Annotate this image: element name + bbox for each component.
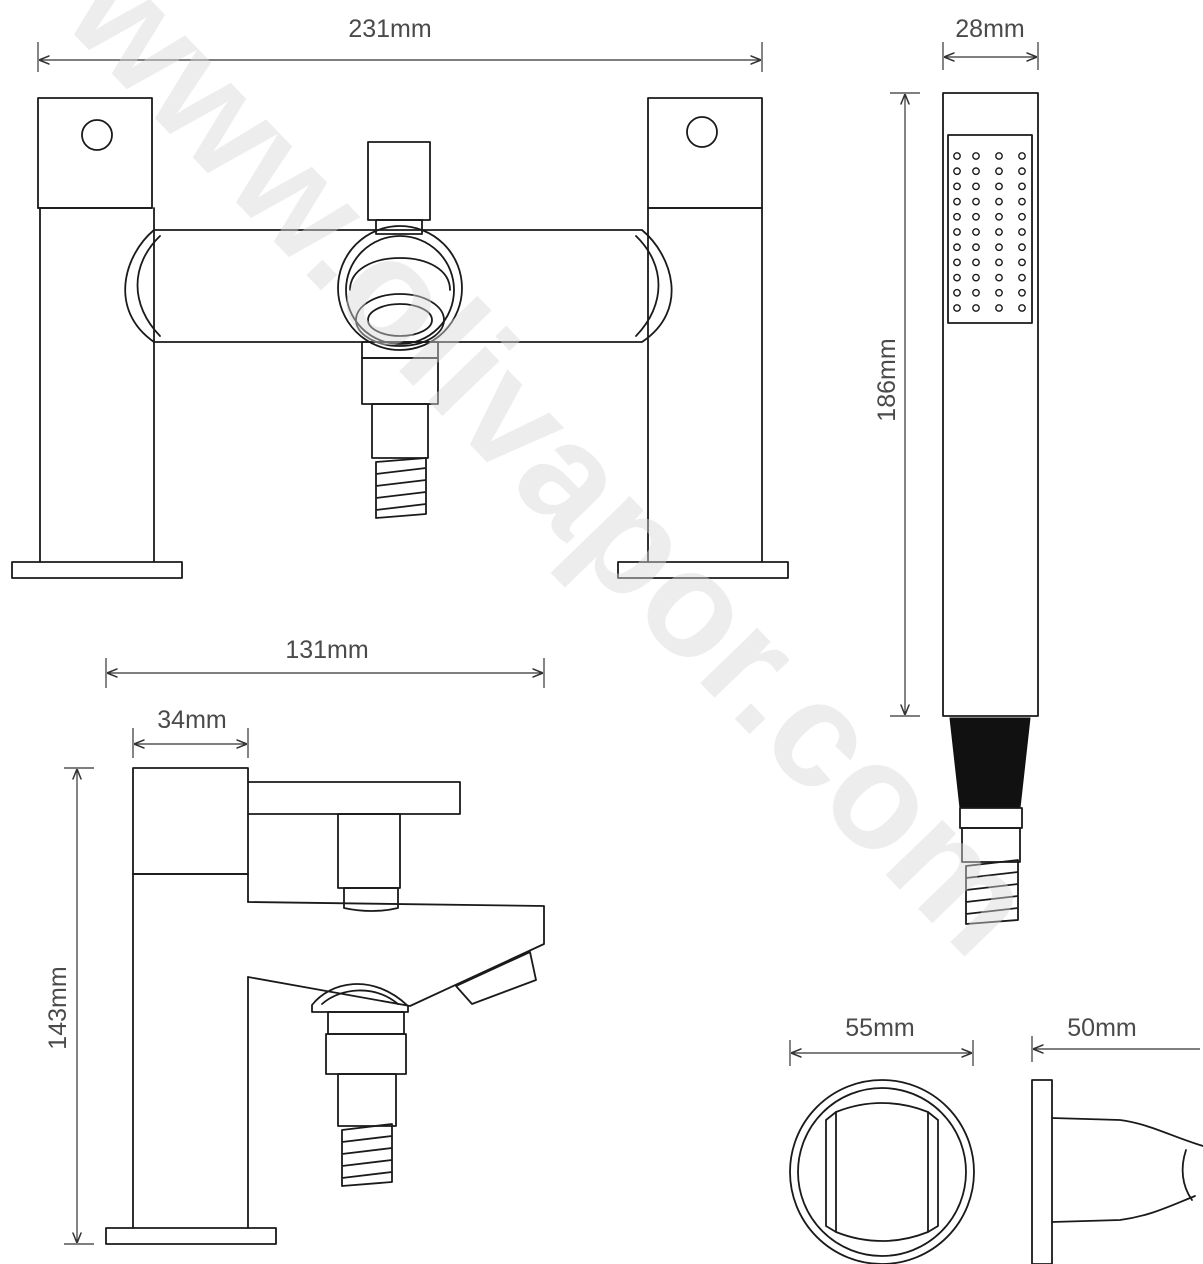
spray-nozzle-grid bbox=[953, 152, 1026, 312]
holder-front-view: 55mm bbox=[789, 1014, 975, 1264]
front-left-pillar bbox=[11, 97, 183, 579]
nozzle bbox=[953, 182, 961, 191]
dimension-handset-width: 28mm bbox=[942, 15, 1039, 70]
nozzle bbox=[995, 228, 1003, 236]
nozzle bbox=[953, 228, 961, 236]
nozzle bbox=[1018, 243, 1026, 252]
nozzle bbox=[972, 258, 980, 267]
nozzle bbox=[953, 152, 961, 160]
nozzle bbox=[1018, 304, 1026, 312]
nozzle bbox=[995, 304, 1003, 312]
nozzle bbox=[1018, 182, 1026, 191]
front-width-label: 231mm bbox=[348, 15, 431, 43]
front-right-pillar bbox=[617, 97, 789, 579]
handset-length-label: 186mm bbox=[873, 338, 901, 421]
nozzle bbox=[995, 167, 1003, 176]
holder-side-view: 50mm bbox=[1031, 1014, 1203, 1264]
nozzle bbox=[972, 152, 980, 160]
nozzle bbox=[972, 167, 980, 176]
nozzle bbox=[1018, 197, 1026, 206]
dimension-handset-length: 186mm bbox=[873, 92, 920, 717]
nozzle bbox=[1018, 228, 1026, 236]
nozzle bbox=[953, 167, 961, 176]
nozzle bbox=[1018, 258, 1026, 267]
nozzle bbox=[1018, 288, 1026, 297]
nozzle bbox=[972, 304, 980, 312]
dimension-front-width: 231mm bbox=[37, 15, 763, 72]
nozzle bbox=[995, 258, 1003, 267]
nozzle bbox=[972, 212, 980, 221]
nozzle bbox=[972, 243, 980, 252]
nozzle bbox=[953, 243, 961, 252]
dimension-side-height: 143mm bbox=[44, 767, 94, 1245]
front-body bbox=[124, 229, 673, 343]
nozzle bbox=[953, 288, 961, 297]
nozzle bbox=[953, 212, 961, 221]
nozzle bbox=[972, 273, 980, 282]
nozzle bbox=[995, 243, 1003, 252]
nozzle bbox=[953, 258, 961, 267]
nozzle bbox=[1018, 273, 1026, 282]
nozzle bbox=[995, 273, 1003, 282]
nozzle bbox=[1018, 167, 1026, 176]
watermark: www.olivapor.com bbox=[36, 0, 1069, 986]
nozzle bbox=[995, 212, 1003, 221]
nozzle bbox=[995, 182, 1003, 191]
nozzle bbox=[953, 197, 961, 206]
nozzle bbox=[953, 273, 961, 282]
nozzle bbox=[1018, 212, 1026, 221]
holder-projection-label: 50mm bbox=[1067, 1014, 1136, 1042]
handset-view: 28mm 186mm bbox=[873, 15, 1039, 925]
handset-width-label: 28mm bbox=[955, 15, 1024, 43]
side-depth-label: 131mm bbox=[285, 636, 368, 664]
nozzle bbox=[995, 288, 1003, 297]
nozzle bbox=[995, 152, 1003, 160]
dimension-holder-projection: 50mm bbox=[1031, 1014, 1200, 1062]
nozzle bbox=[972, 197, 980, 206]
front-diverter bbox=[337, 141, 463, 519]
dimension-side-handle: 34mm bbox=[132, 706, 249, 758]
nozzle bbox=[972, 182, 980, 191]
front-view: 231mm bbox=[11, 15, 789, 579]
nozzle bbox=[972, 228, 980, 236]
nozzle bbox=[995, 197, 1003, 206]
side-handle-label: 34mm bbox=[157, 706, 226, 734]
nozzle bbox=[1018, 152, 1026, 160]
dimension-holder-diameter: 55mm bbox=[789, 1014, 974, 1066]
dimension-side-depth: 131mm bbox=[105, 636, 545, 688]
side-height-label: 143mm bbox=[44, 966, 72, 1049]
side-view: 131mm 34mm 143mm bbox=[44, 636, 545, 1245]
nozzle bbox=[972, 288, 980, 297]
holder-diameter-label: 55mm bbox=[845, 1014, 914, 1042]
nozzle bbox=[953, 304, 961, 312]
